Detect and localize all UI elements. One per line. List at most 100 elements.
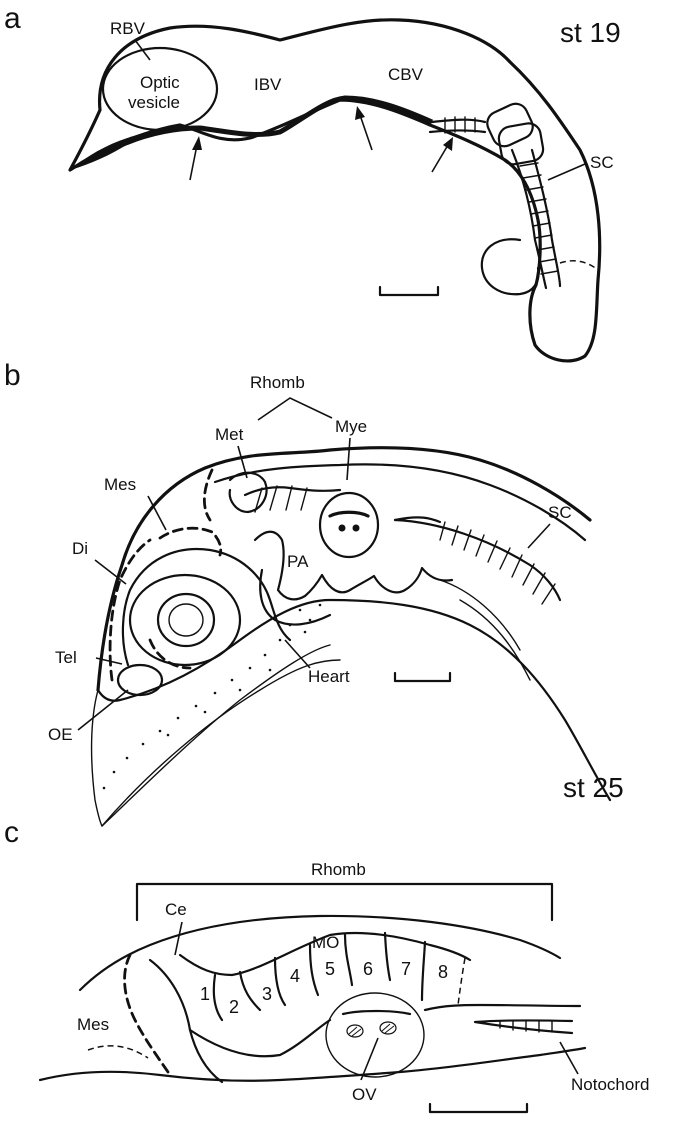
hindbrain-stripes-b xyxy=(254,485,308,513)
panel-a-stage: st 19 xyxy=(560,17,621,48)
somite-stripes-b xyxy=(439,521,556,605)
label-mo: MO xyxy=(312,933,339,952)
otic-block-1 xyxy=(486,102,534,148)
otic-block-2 xyxy=(497,122,545,166)
panel-b-letter: b xyxy=(4,359,21,392)
label-sc-a: SC xyxy=(590,153,614,172)
notochord-c xyxy=(473,1019,574,1035)
panel-b-stage: st 25 xyxy=(563,772,624,803)
label-ov: OV xyxy=(352,1085,377,1104)
di-leader xyxy=(94,559,127,585)
mye-leader xyxy=(346,437,351,481)
body-fold-1-b xyxy=(439,579,521,651)
rhombomere-lines-c xyxy=(212,931,427,1022)
eye-lens-b xyxy=(168,603,204,637)
mes-outline-c xyxy=(148,958,224,1084)
ventral-outline-c xyxy=(38,1046,587,1082)
otolith-1-c xyxy=(346,1024,364,1038)
label-mes-b: Mes xyxy=(104,475,136,494)
jaw-inner-b xyxy=(101,659,341,827)
olfactory-epithelium xyxy=(116,663,164,697)
rhombomere-1: 1 xyxy=(200,984,210,1004)
label-pa: PA xyxy=(287,552,309,571)
rhombomere-3: 3 xyxy=(262,984,272,1004)
sc-leader-b xyxy=(527,523,551,549)
label-notochord: Notochord xyxy=(571,1075,649,1094)
rhombomere-2: 2 xyxy=(229,997,239,1017)
label-mes-c: Mes xyxy=(77,1015,109,1034)
label-ibv: IBV xyxy=(254,75,282,94)
panel-a: a st 19 Optic vesicle RBV IBV CBV xyxy=(4,2,621,363)
otic-line-b xyxy=(328,510,370,518)
embryo-outline-a xyxy=(68,18,602,363)
eye-dash-b xyxy=(148,638,192,670)
eye-outer-b xyxy=(128,573,242,667)
label-sc-b: SC xyxy=(548,503,572,522)
otic-vesicle-b xyxy=(318,491,380,559)
rhombomere-4: 4 xyxy=(290,966,300,986)
notochord-stripes-c xyxy=(499,1020,553,1033)
otolith-2-c xyxy=(379,1021,397,1035)
heart-dots-b xyxy=(102,603,322,790)
label-ce: Ce xyxy=(165,900,187,919)
label-rhomb-c: Rhomb xyxy=(311,860,366,879)
rhombomere-7: 7 xyxy=(401,959,411,979)
optic-vesicle-a xyxy=(101,46,219,132)
otic-line-c xyxy=(341,1009,412,1016)
mes-boundary-dash xyxy=(158,526,223,557)
arrow-2 xyxy=(355,106,373,151)
otic-vesicle-c xyxy=(325,992,425,1078)
panel-a-letter: a xyxy=(4,2,21,35)
pharyngeal-arches-b xyxy=(253,530,454,601)
scale-bar-c xyxy=(428,1102,529,1114)
rhombomere-6: 6 xyxy=(363,959,373,979)
heart-leader xyxy=(284,639,311,669)
scale-bar-a xyxy=(378,285,440,297)
arrow-1 xyxy=(189,136,202,181)
neural-tube-segments-a xyxy=(428,118,487,134)
body-fold-2-b xyxy=(459,599,531,681)
rhomb-bracket-c xyxy=(135,882,554,922)
ce-leader xyxy=(174,921,183,956)
somite-stripes-a xyxy=(444,116,476,134)
notochord-b xyxy=(393,516,442,524)
mes-dash-c2 xyxy=(87,1045,149,1059)
met-bulge-b xyxy=(228,471,268,514)
rostral-wedge-a xyxy=(70,133,145,170)
ov-leader xyxy=(360,1037,379,1081)
panel-c: c Rhomb Ce MO Mes OV Notochord 1 xyxy=(4,816,649,1114)
spinal-cord-b xyxy=(393,518,562,602)
sc-leader-a xyxy=(547,163,586,181)
jaw-outline-b xyxy=(90,644,331,827)
label-tel: Tel xyxy=(55,648,77,667)
hindbrain-roof-c xyxy=(178,931,472,977)
hindbrain-tube-b xyxy=(243,486,342,497)
notochord-leader xyxy=(559,1041,579,1075)
arch-lower-b xyxy=(259,568,332,626)
oe-leader xyxy=(77,689,129,731)
rhombomere-5: 5 xyxy=(325,959,335,979)
heart-bulge-a xyxy=(480,238,540,296)
label-di: Di xyxy=(72,539,88,558)
met-dash xyxy=(202,468,214,522)
label-optic: Optic xyxy=(140,73,180,92)
hindbrain-floor-c xyxy=(188,1003,582,1058)
label-met: Met xyxy=(215,425,244,444)
mes-leader-b xyxy=(147,495,167,531)
embryo-outline-b xyxy=(96,446,592,692)
neural-tube-floor-a xyxy=(93,95,434,161)
arrow-3 xyxy=(431,137,453,173)
rbv-leader xyxy=(134,39,151,61)
label-mye: Mye xyxy=(335,417,367,436)
rhombomere-8: 8 xyxy=(438,962,448,982)
label-heart: Heart xyxy=(308,667,350,686)
label-vesicle: vesicle xyxy=(128,93,180,112)
panel-b: b st 25 Rhomb Met Mye Mes Di PA SC Tel H… xyxy=(4,359,624,827)
segment-8-dash xyxy=(457,957,466,1006)
label-rhomb-b: Rhomb xyxy=(250,373,305,392)
label-cbv: CBV xyxy=(388,65,424,84)
label-oe: OE xyxy=(48,725,73,744)
ventral-surface-b xyxy=(96,598,612,802)
mes-dash-c xyxy=(123,953,172,1077)
